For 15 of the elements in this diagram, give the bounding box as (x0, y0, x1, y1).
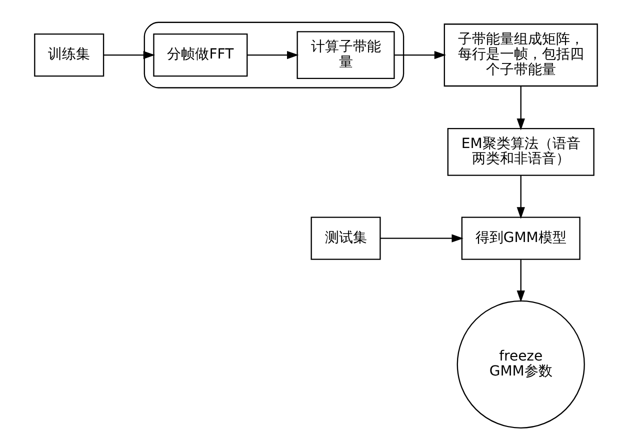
node-box: 分帧做FFT (152, 33, 248, 77)
node-box: EM聚类算法（语音两类和非语音） (446, 128, 594, 176)
node-box: 测试集 (310, 216, 380, 260)
node-box: 计算子带能量 (296, 31, 394, 79)
node-box: 训练集 (34, 33, 104, 77)
arrow (103, 50, 155, 60)
arrow (516, 260, 524, 302)
node-box: 得到GMM模型 (460, 216, 580, 260)
arrow (516, 86, 524, 130)
node-box: 子带能量组成矩阵，每行是一帧，包括四个子带能量 (443, 24, 598, 87)
arrow (246, 50, 298, 60)
arrow (516, 175, 524, 219)
arrow (380, 234, 463, 242)
node-circle: freeze GMM参数 (456, 300, 584, 428)
arrow (394, 50, 446, 60)
